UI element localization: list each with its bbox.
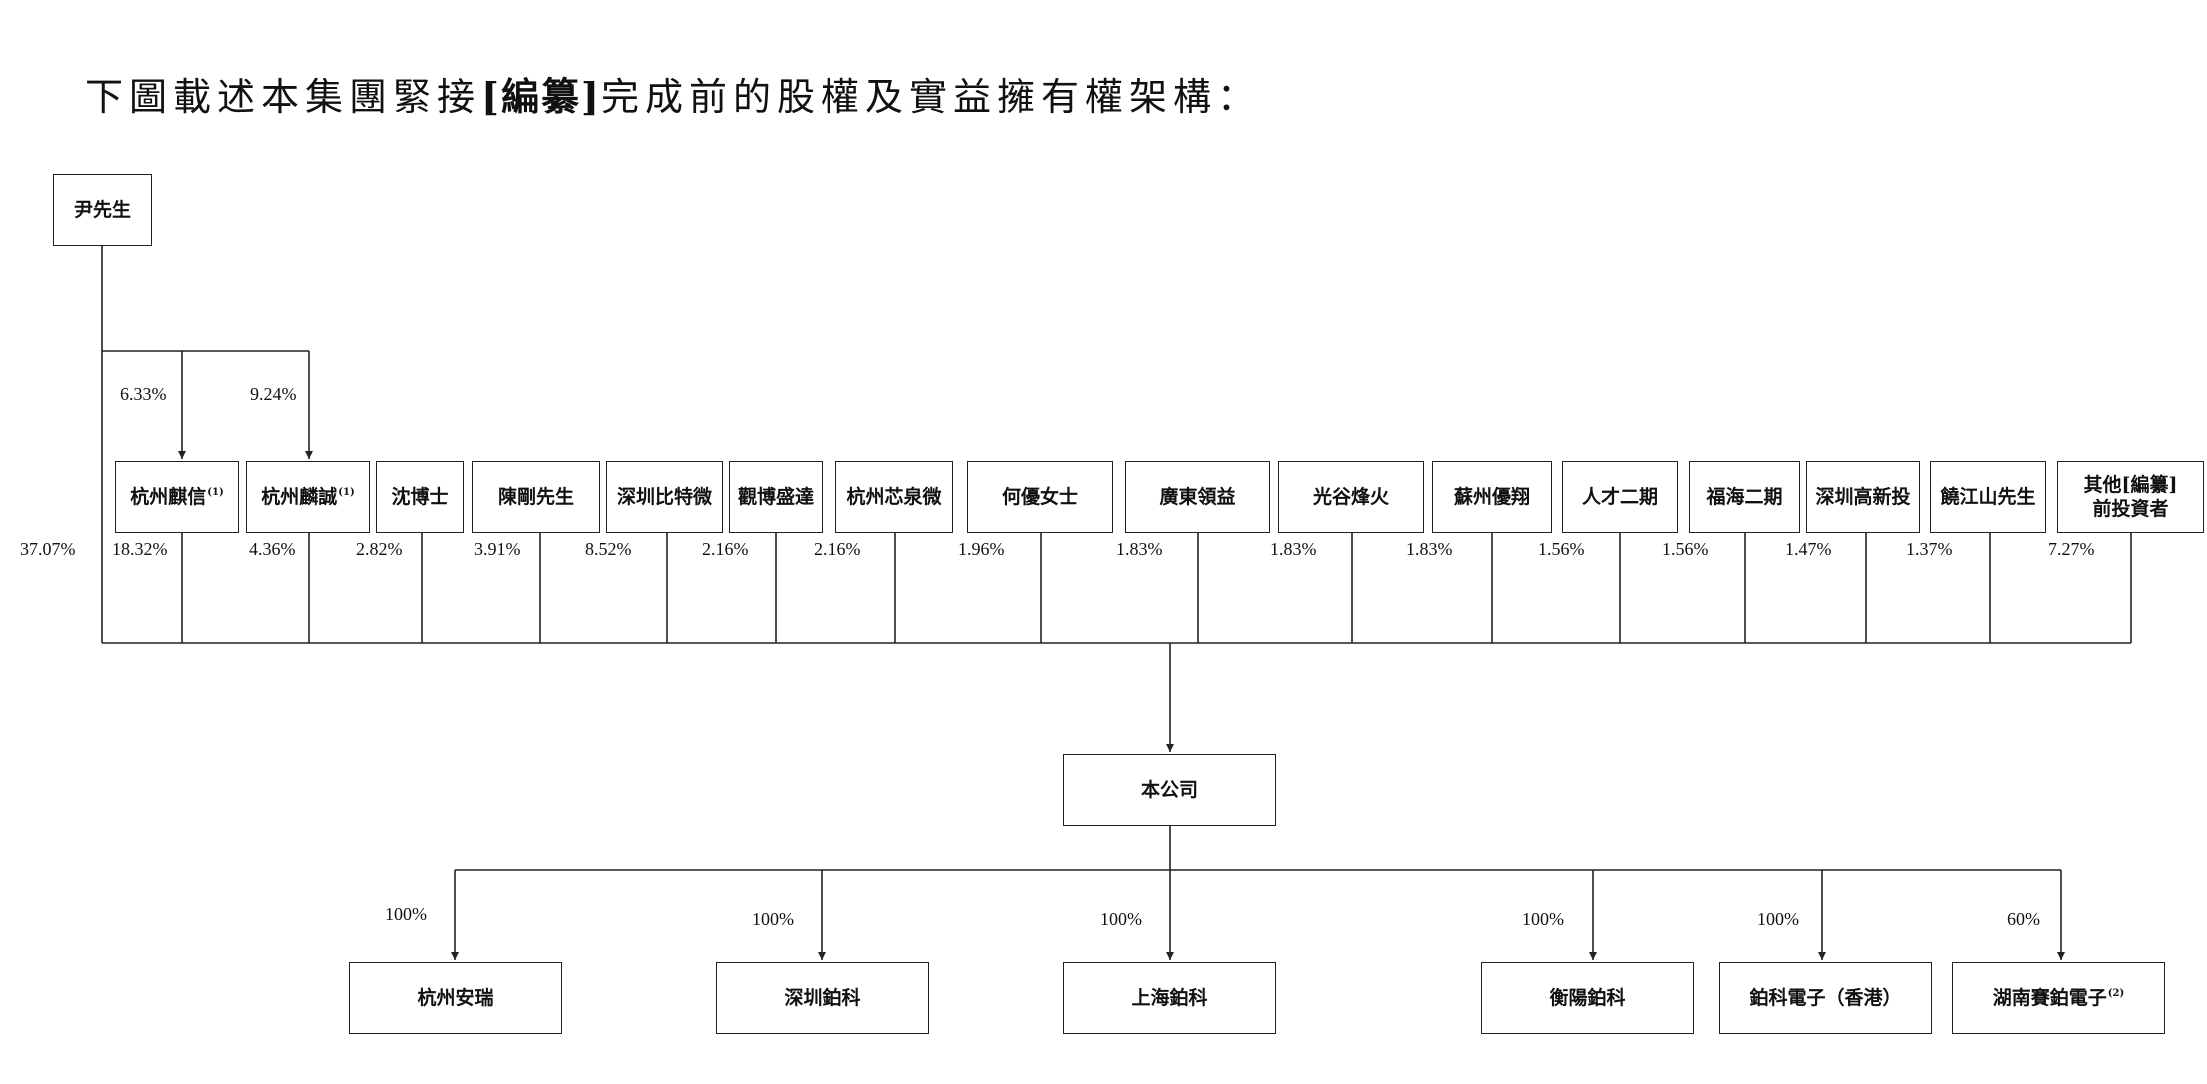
node-shareholder: 深圳高新投 bbox=[1806, 461, 1920, 533]
node-subsidiary: 衡陽鉑科 bbox=[1481, 962, 1694, 1034]
node-shareholder: 其他[編纂]前投資者 bbox=[2057, 461, 2204, 533]
pct-subsidiary: 100% bbox=[752, 909, 794, 929]
node-shareholder: 杭州麒信(1) bbox=[115, 461, 239, 533]
pct-subsidiary: 100% bbox=[1757, 909, 1799, 929]
node-shareholder: 杭州芯泉微 bbox=[835, 461, 953, 533]
node-subsidiary: 上海鉑科 bbox=[1063, 962, 1276, 1034]
pct-shareholder: 8.52% bbox=[585, 539, 632, 559]
pct-shareholder: 1.83% bbox=[1406, 539, 1453, 559]
pct-to-qixin: 6.33% bbox=[120, 384, 167, 404]
pct-subsidiary: 100% bbox=[385, 904, 427, 924]
node-shareholder: 沈博士 bbox=[376, 461, 464, 533]
node-shareholder: 光谷烽火 bbox=[1278, 461, 1424, 533]
node-mr-yin: 尹先生 bbox=[53, 174, 152, 246]
pct-shareholder: 1.83% bbox=[1116, 539, 1163, 559]
node-shareholder: 觀博盛達 bbox=[729, 461, 823, 533]
pct-shareholder: 1.56% bbox=[1538, 539, 1585, 559]
node-shareholder: 蘇州優翔 bbox=[1432, 461, 1552, 533]
pct-subsidiary: 60% bbox=[2007, 909, 2040, 929]
pct-shareholder: 3.91% bbox=[474, 539, 521, 559]
pct-shareholder: 18.32% bbox=[112, 539, 168, 559]
node-shareholder: 深圳比特微 bbox=[606, 461, 723, 533]
pct-shareholder: 1.47% bbox=[1785, 539, 1832, 559]
pct-shareholder: 4.36% bbox=[249, 539, 296, 559]
node-company: 本公司 bbox=[1063, 754, 1276, 826]
pct-to-linchen: 9.24% bbox=[250, 384, 297, 404]
pct-shareholder: 2.16% bbox=[702, 539, 749, 559]
pct-shareholder: 1.83% bbox=[1270, 539, 1317, 559]
node-shareholder: 杭州麟誠(1) bbox=[246, 461, 370, 533]
node-shareholder: 福海二期 bbox=[1689, 461, 1800, 533]
node-subsidiary: 杭州安瑞 bbox=[349, 962, 562, 1034]
node-shareholder: 何優女士 bbox=[967, 461, 1113, 533]
redacted-mark: 編纂 bbox=[501, 74, 582, 119]
pct-shareholder: 1.96% bbox=[958, 539, 1005, 559]
node-shareholder: 廣東領益 bbox=[1125, 461, 1270, 533]
pct-subsidiary: 100% bbox=[1522, 909, 1564, 929]
node-shareholder: 饒江山先生 bbox=[1930, 461, 2046, 533]
pct-mr-yin-direct: 37.07% bbox=[20, 539, 76, 559]
pct-shareholder: 7.27% bbox=[2048, 539, 2095, 559]
pct-shareholder: 2.16% bbox=[814, 539, 861, 559]
pct-shareholder: 1.37% bbox=[1906, 539, 1953, 559]
node-subsidiary: 湖南賽鉑電子(2) bbox=[1952, 962, 2165, 1034]
node-shareholder: 陳剛先生 bbox=[472, 461, 600, 533]
pct-shareholder: 2.82% bbox=[356, 539, 403, 559]
node-subsidiary: 深圳鉑科 bbox=[716, 962, 929, 1034]
page-title: 下圖載述本集團緊接[編纂]完成前的股權及實益擁有權架構： bbox=[85, 74, 1262, 119]
node-shareholder: 人才二期 bbox=[1562, 461, 1678, 533]
node-subsidiary: 鉑科電子（香港） bbox=[1719, 962, 1932, 1034]
pct-shareholder: 1.56% bbox=[1662, 539, 1709, 559]
pct-subsidiary: 100% bbox=[1100, 909, 1142, 929]
